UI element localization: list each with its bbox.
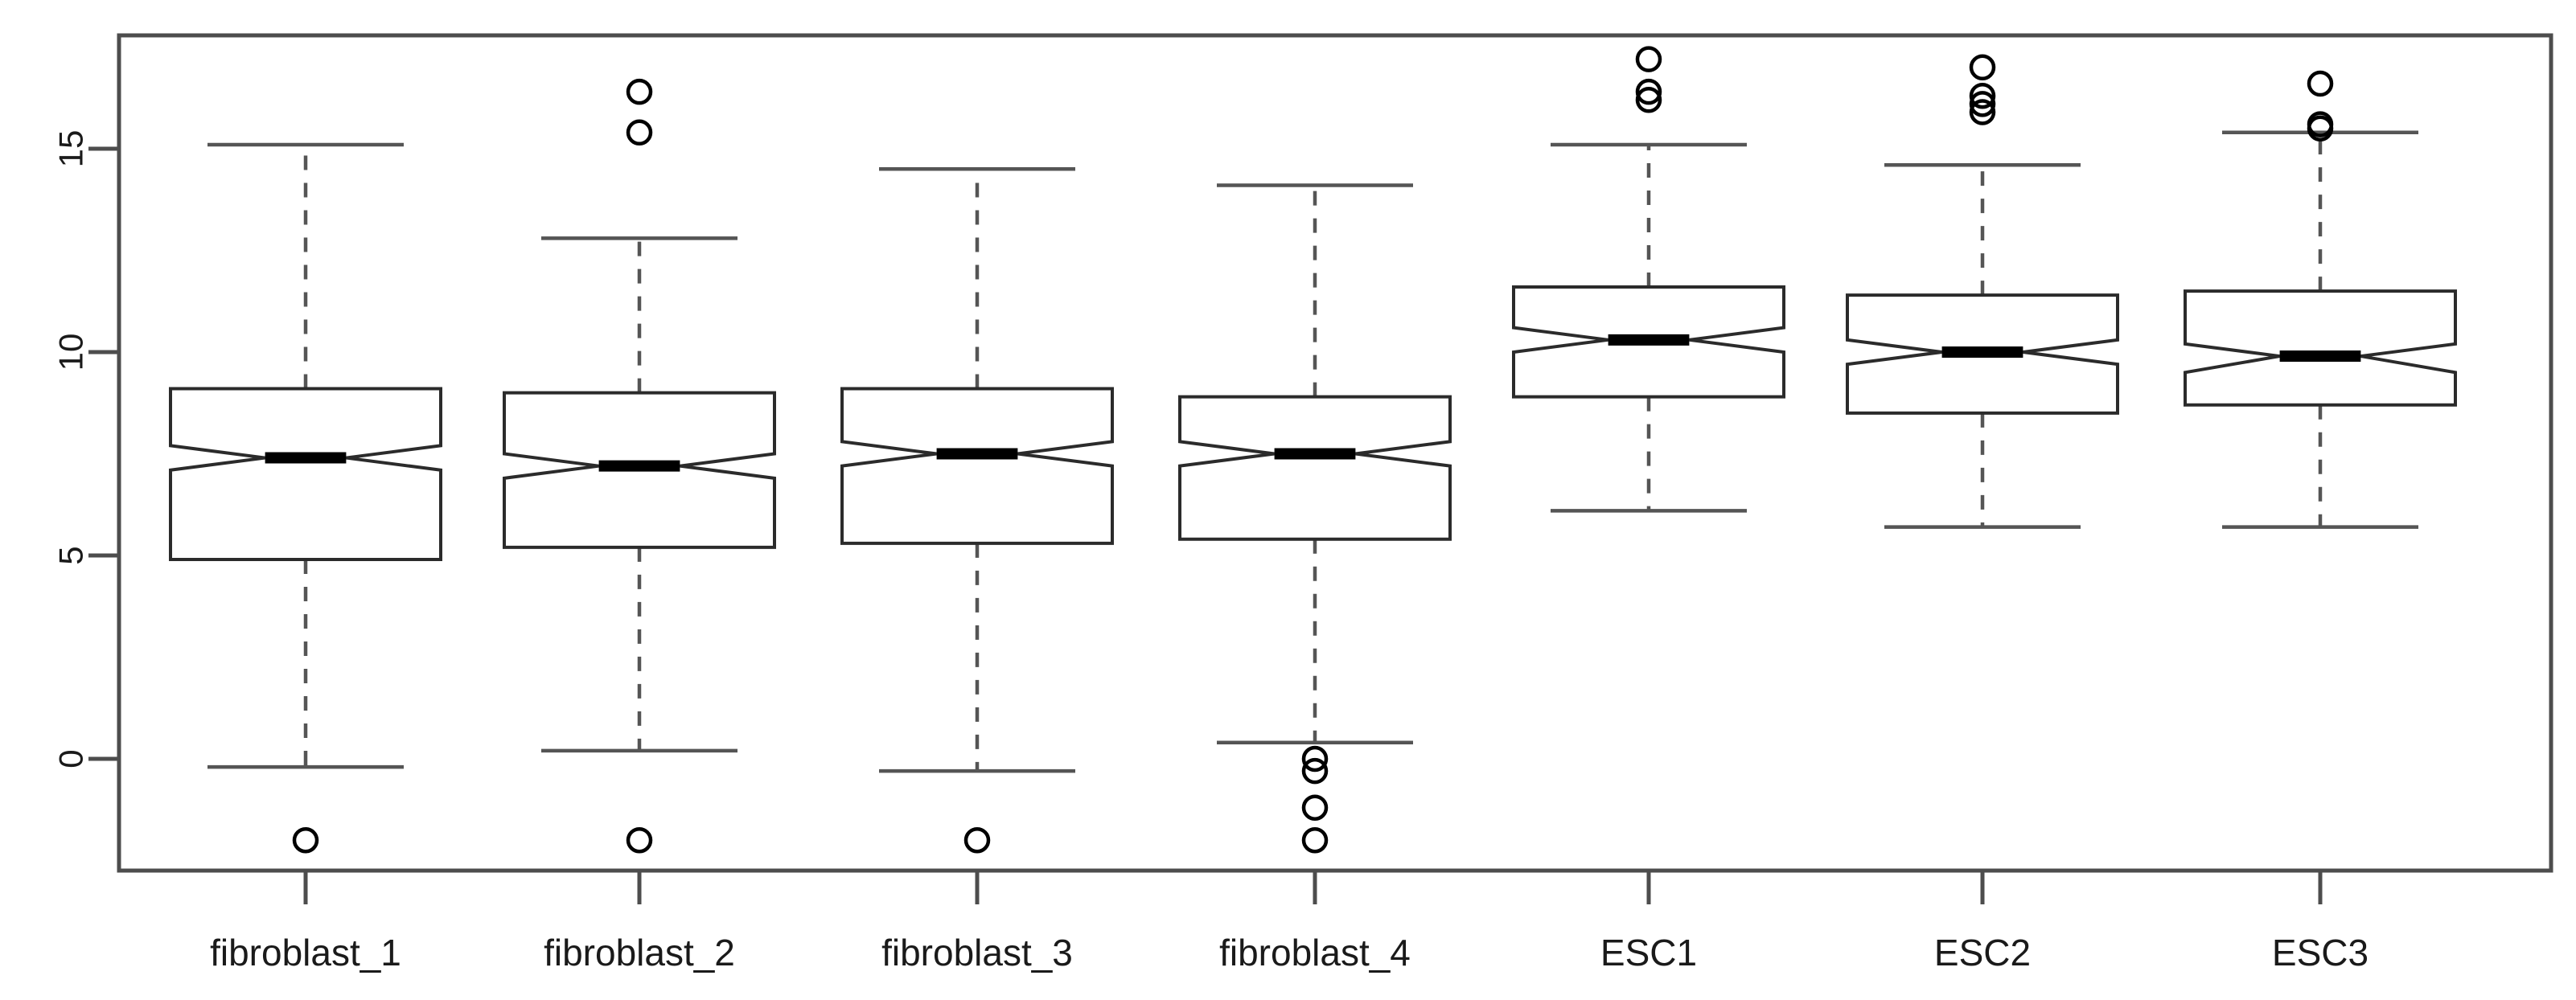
- outlier-point-1: [1635, 87, 1662, 113]
- box-group-fibroblast_3: [840, 167, 1114, 854]
- y-axis-tick-label: 5: [52, 546, 90, 564]
- x-axis-category-label-3: fibroblast_3: [881, 932, 1073, 973]
- outlier-point-1: [1969, 99, 1996, 125]
- notched-box: [840, 387, 1114, 545]
- x-axis-category-label-5: ESC1: [1600, 932, 1697, 973]
- outlier-point-2: [1969, 91, 1996, 117]
- box-group-ESC1: [1512, 46, 1785, 513]
- x-axis-category-label-6: ESC2: [1934, 932, 2031, 973]
- outlier-point-3: [2307, 70, 2334, 97]
- outlier-point-4: [1301, 826, 1329, 854]
- outlier-point-3: [626, 78, 653, 105]
- outlier-point-3: [1635, 46, 1662, 72]
- outlier-point-1: [292, 826, 319, 854]
- outlier-point-1: [626, 826, 653, 854]
- outlier-point-3: [1969, 82, 1996, 109]
- y-axis-tick-label: 15: [52, 130, 90, 168]
- x-axis-category-label-1: fibroblast_1: [210, 932, 401, 973]
- notched-box: [2184, 289, 2457, 407]
- y-axis-tick-label: 0: [52, 749, 90, 768]
- outlier-point-2: [1635, 78, 1662, 105]
- notched-box: [1178, 395, 1452, 541]
- outlier-point-4: [1969, 54, 1996, 81]
- outlier-point-3: [1301, 794, 1329, 821]
- x-axis-category-label-7: ESC3: [2272, 932, 2369, 973]
- box-group-ESC2: [1846, 54, 2119, 529]
- outlier-point-1: [1301, 745, 1329, 773]
- x-axis-category-label-2: fibroblast_2: [544, 932, 735, 973]
- outlier-point-1: [963, 826, 991, 854]
- box-group-fibroblast_1: [169, 142, 442, 854]
- x-axis-category-label-4: fibroblast_4: [1219, 932, 1411, 973]
- outlier-point-2: [626, 119, 653, 146]
- notched-box: [169, 387, 442, 562]
- box-group-ESC3: [2184, 70, 2457, 529]
- outlier-point-2: [1301, 757, 1329, 785]
- plot-frame: [117, 33, 2553, 873]
- box-group-fibroblast_2: [503, 78, 776, 854]
- box-group-fibroblast_4: [1178, 183, 1452, 854]
- outlier-point-2: [2307, 111, 2334, 137]
- y-axis-tick-label: 10: [52, 334, 90, 371]
